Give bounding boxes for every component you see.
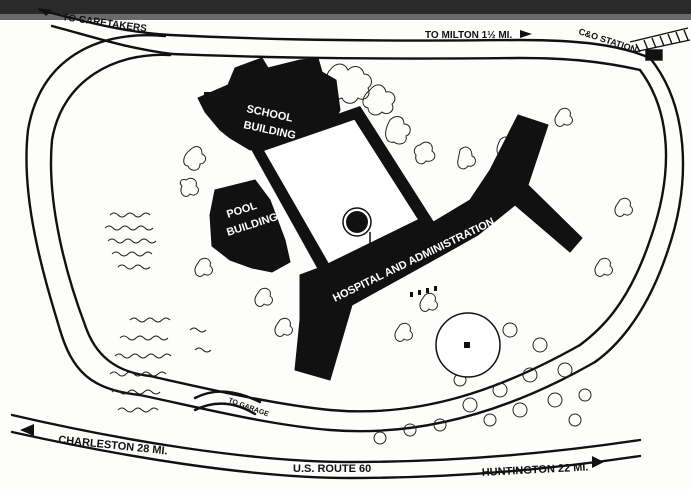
label-huntington: HUNTINGTON 22 MI.: [482, 461, 589, 479]
courtyard-frame: [248, 105, 436, 279]
arrow-huntington-icon: [592, 456, 604, 468]
header-band: [0, 0, 691, 18]
drive-south-inner: [138, 343, 597, 433]
railroad-tracks: [629, 27, 691, 61]
garden-rows-southwest: [109, 317, 212, 413]
station-building: [645, 49, 663, 61]
courtyard-fountain: [346, 211, 368, 233]
label-co-station: C&O STATION: [577, 26, 638, 54]
shrubbery-east: [394, 107, 633, 342]
arrow-to-milton-icon: [520, 30, 532, 38]
label-to-milton: TO MILTON 1½ MI.: [425, 30, 512, 41]
drive-loop-west: [25, 34, 172, 397]
drive-north: [168, 33, 652, 72]
fountain-ring: [342, 207, 372, 237]
drive-to-garage: [193, 390, 262, 416]
hospital-service-marks: [410, 286, 437, 297]
orchard-west: [104, 212, 157, 270]
hospital-administration-building: [294, 114, 583, 381]
circular-lawn-center: [464, 342, 470, 348]
arrow-to-caretakers-icon: [38, 8, 52, 16]
drive-to-caretakers: [38, 8, 174, 56]
us-route-60-road: [10, 413, 642, 480]
arrow-charleston-icon: [20, 424, 34, 436]
label-us-route-60: U.S. ROUTE 60: [293, 463, 371, 475]
pool-building: [209, 179, 291, 273]
header-band-fade: [0, 14, 691, 20]
drive-east-loop: [578, 56, 685, 364]
school-annex: [204, 92, 234, 108]
label-charleston: CHARLESTON 28 MI.: [58, 434, 168, 457]
tree-grove-southeast: [373, 322, 592, 445]
shrubbery-west-buildings: [179, 146, 293, 337]
